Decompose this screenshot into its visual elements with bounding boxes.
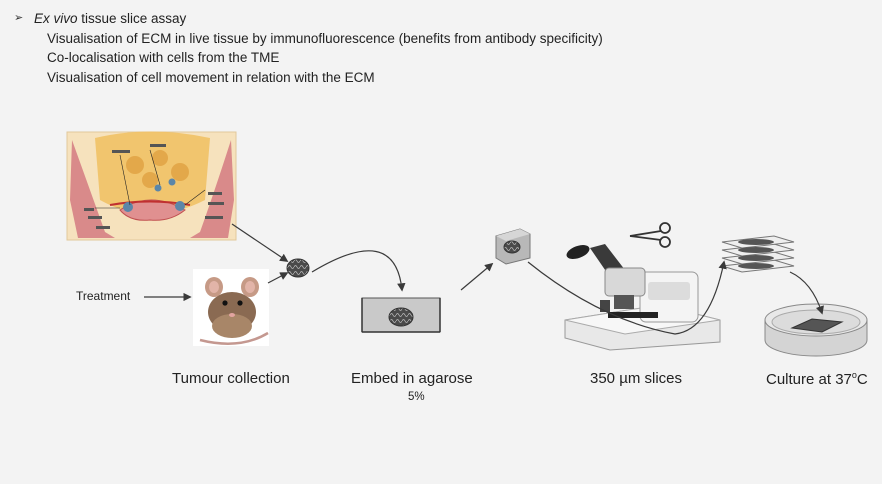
scissors-icon [629, 222, 671, 248]
arrow-embed-to-block [460, 262, 494, 291]
agarose-block-icon [495, 228, 531, 265]
arrow-mouse-to-tumour [267, 272, 289, 284]
tissue-slices-icon [721, 235, 795, 273]
arrow-bullet-icon: ➢ [14, 12, 24, 24]
label-agarose-percent: 5% [408, 391, 425, 403]
vibratome-icon [564, 244, 721, 351]
bullet-item-3: Visualisation of cell movement in relati… [47, 69, 375, 85]
label-culture-prefix: Culture at 37 [766, 371, 852, 388]
title-rest: tissue slice assay [77, 11, 187, 26]
arrow-slices-to-dish [789, 271, 824, 315]
arrow-tumour-to-embed [311, 250, 406, 292]
title-italic: Ex vivo [34, 11, 78, 26]
bullet-list: ➢ Ex vivo tissue slice assay Visualisati… [14, 9, 603, 87]
label-embed-agarose: Embed in agarose [351, 370, 473, 387]
arrow-anatomy-to-tumour [231, 223, 289, 262]
bullet-item-2: Co-localisation with cells from the TME [47, 50, 280, 65]
tumour-tissue-icon [286, 258, 310, 278]
arrow-block-to-slices [527, 260, 727, 335]
mouse-image [193, 269, 269, 346]
label-treatment: Treatment [76, 289, 131, 303]
label-slices: 350 µm slices [590, 370, 683, 387]
flow-arrows [144, 223, 824, 335]
agarose-box-icon [361, 297, 441, 333]
label-tumour-collection: Tumour collection [172, 370, 290, 387]
culture-dish-icon [764, 303, 868, 357]
anatomy-illustration [66, 131, 237, 241]
label-culture: Culture at 37oC [766, 370, 868, 388]
bullet-item-1: Visualisation of ECM in live tissue by i… [47, 30, 603, 46]
label-culture-degree: o [851, 370, 857, 380]
label-culture-suffix: C [856, 371, 868, 388]
bullet-title: ➢ Ex vivo tissue slice assay [14, 9, 603, 29]
